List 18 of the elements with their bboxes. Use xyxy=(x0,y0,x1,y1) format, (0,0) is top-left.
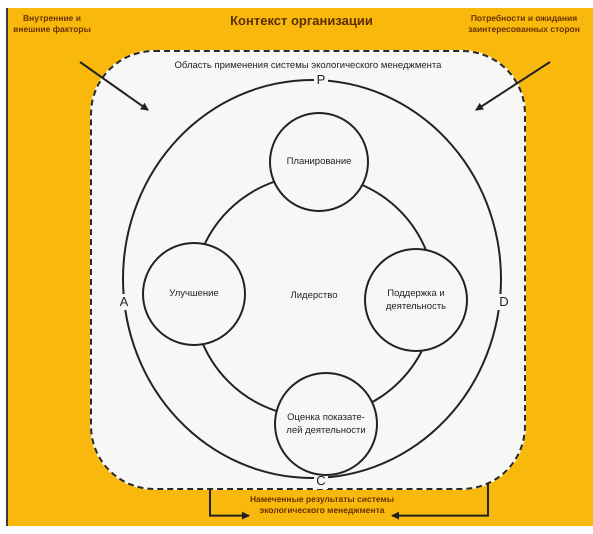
note-text: Потребности и ожидания заинтересованных сторон xyxy=(454,13,593,57)
node-text: Планирование xyxy=(286,155,352,169)
note-text: Внутренние и внешние факторы xyxy=(10,13,94,57)
arrow xyxy=(475,61,551,111)
node-text: Лидерство xyxy=(290,289,338,303)
arrow xyxy=(391,482,489,520)
cycle-letter: D xyxy=(497,294,511,310)
arrow xyxy=(209,489,250,520)
node-text: Улучшение xyxy=(169,287,219,301)
node-text: Оценка показате-лей деятельности xyxy=(285,410,367,438)
note-text: Намеченные результаты системы экологического менеджмента xyxy=(248,494,396,524)
cycle-letter: A xyxy=(117,294,131,310)
context-panel xyxy=(6,8,593,526)
scope-text: Область применения системы экологического менеджмента xyxy=(174,60,442,72)
scope-area xyxy=(90,50,526,490)
title-text: Контекст организации xyxy=(230,13,373,29)
arrow xyxy=(79,61,149,111)
node-text: Поддержка и деятельность xyxy=(384,286,448,314)
